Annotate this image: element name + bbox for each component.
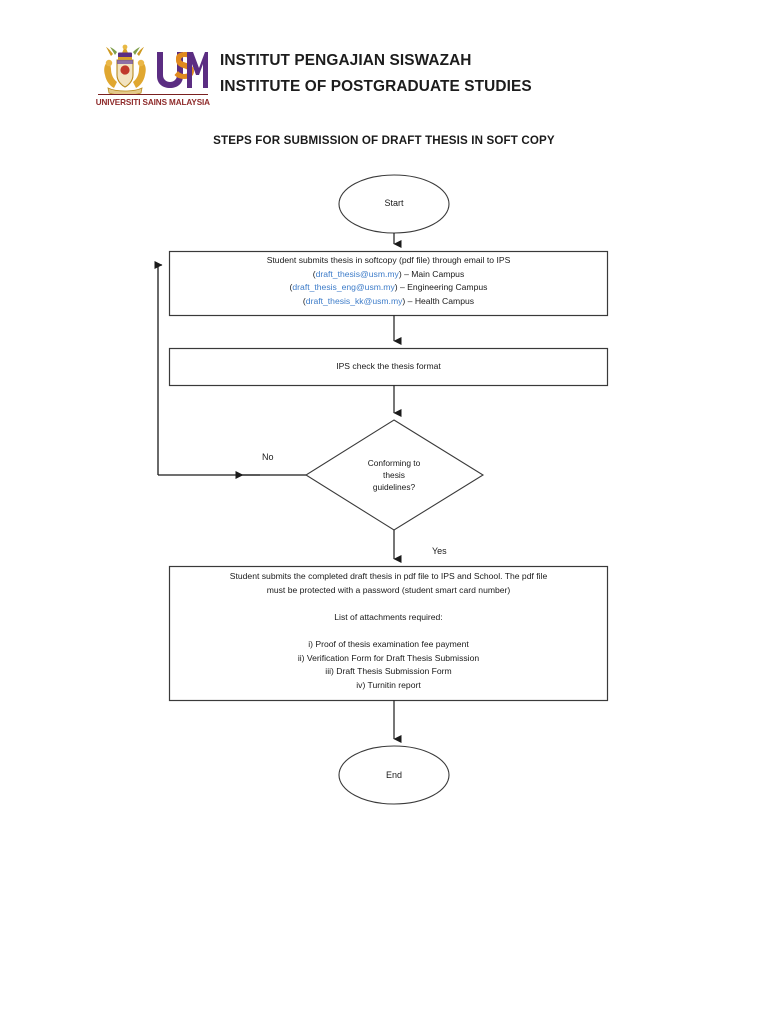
node-submit-softcopy <box>168 250 609 317</box>
usm-wordmark-icon <box>157 52 208 88</box>
node-start <box>338 174 450 234</box>
usm-crest-icon <box>104 44 146 96</box>
node-conforming-decision <box>304 419 485 531</box>
usm-logo-banner-text: UNIVERSITI SAINS MALAYSIA <box>95 97 211 107</box>
connector-no-loop-return <box>154 261 163 475</box>
edge-label-yes: Yes <box>432 546 447 556</box>
edge-label-no: No <box>262 452 274 462</box>
node-ips-check <box>168 347 609 387</box>
org-name-english: INSTITUTE OF POSTGRADUATE STUDIES <box>220 78 532 95</box>
node-submit-completed <box>168 565 609 702</box>
org-name-malay: INSTITUT PENGAJIAN SISWAZAH <box>220 52 472 69</box>
page-title: STEPS FOR SUBMISSION OF DRAFT THESIS IN … <box>213 134 555 147</box>
usm-logo: UNIVERSITI SAINS MALAYSIA <box>95 44 211 116</box>
document-header: UNIVERSITI SAINS MALAYSIA INSTITUT PENGA… <box>95 44 658 120</box>
usm-logo-banner: UNIVERSITI SAINS MALAYSIA <box>95 94 211 109</box>
node-end <box>338 745 450 805</box>
organisation-names: INSTITUT PENGAJIAN SISWAZAH INSTITUTE OF… <box>220 44 532 100</box>
